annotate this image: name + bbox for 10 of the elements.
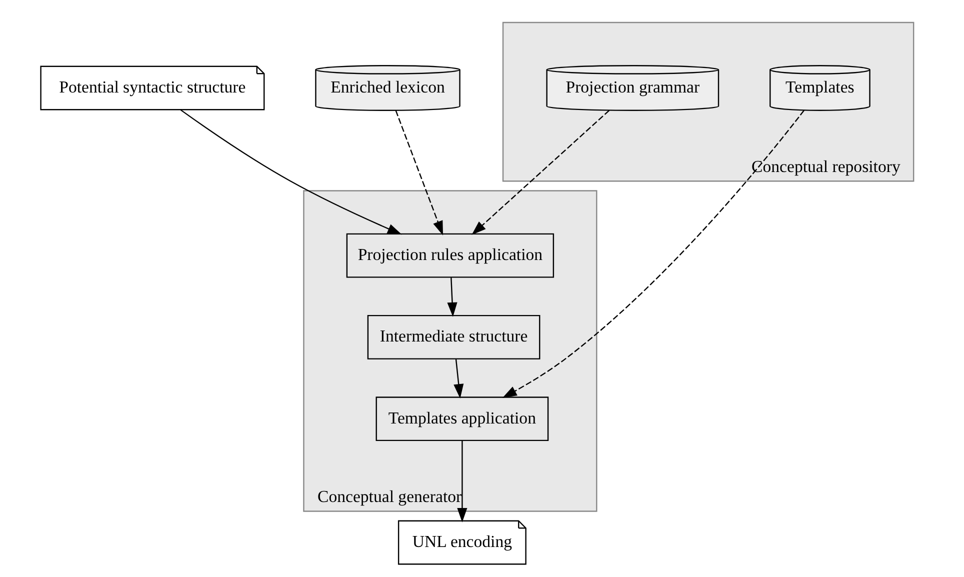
node-box: Intermediate structure bbox=[367, 314, 540, 360]
arrow bbox=[472, 110, 610, 235]
arrow bbox=[502, 110, 804, 398]
arrow bbox=[395, 110, 444, 236]
arrow bbox=[457, 440, 468, 522]
arrow bbox=[180, 109, 402, 235]
node-box: Templates application bbox=[376, 396, 549, 442]
node-box: Projection rules application bbox=[346, 233, 554, 278]
arrow bbox=[447, 278, 458, 317]
arrow bbox=[454, 359, 464, 398]
